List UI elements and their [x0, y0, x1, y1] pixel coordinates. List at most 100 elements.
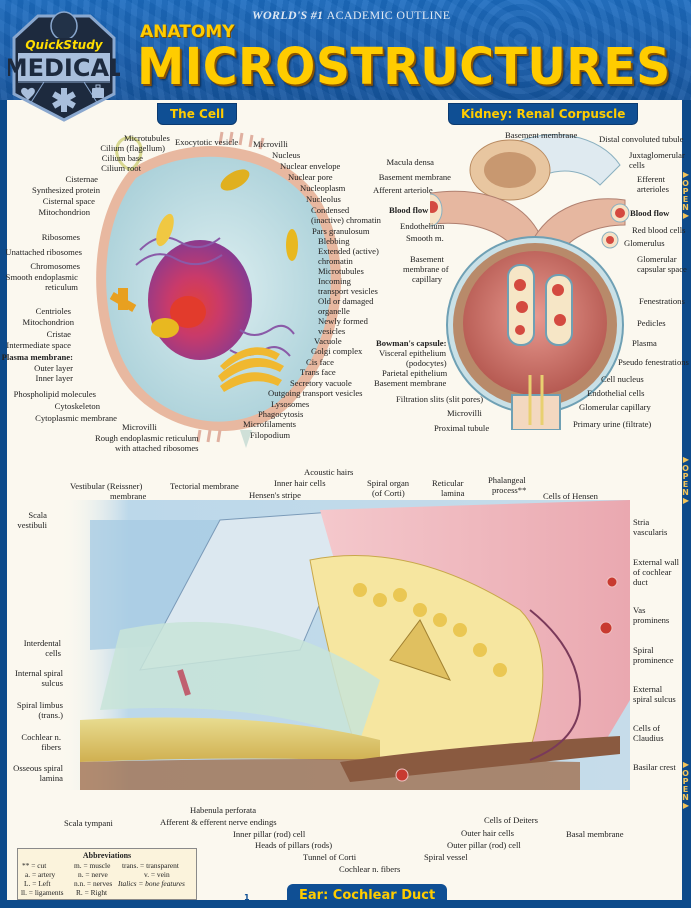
- label: sulcus: [41, 678, 63, 688]
- label: (of Corti): [372, 488, 405, 498]
- open-tab-label: OPEN: [681, 769, 690, 801]
- open-tab-label: OPEN: [681, 464, 690, 496]
- label: Spiral limbus: [16, 700, 63, 710]
- label: Cells of: [633, 723, 660, 733]
- label: Interdental: [23, 638, 61, 648]
- label: Efferent: [637, 174, 665, 184]
- abbr-item: v. = vein: [144, 870, 170, 879]
- label: Primary urine (filtrate): [573, 419, 652, 429]
- label: Outer layer: [34, 363, 73, 373]
- label: Glomerular capillary: [579, 402, 651, 412]
- label: Golgi complex: [311, 346, 363, 356]
- label: Inner hair cells: [274, 478, 326, 488]
- label: Lysosomes: [271, 399, 310, 409]
- label: Cristae: [46, 329, 71, 339]
- mitochondrion: [156, 213, 174, 247]
- medical-kit-icon: [92, 88, 104, 98]
- label: Microvilli: [122, 422, 157, 432]
- label: Tectorial membrane: [170, 481, 239, 491]
- label: Secretory vacuole: [290, 378, 352, 388]
- label: (inactive) chromatin: [311, 215, 381, 225]
- label: Cis face: [306, 357, 334, 367]
- label: Cisternal space: [42, 196, 95, 206]
- filopodium: [240, 430, 252, 448]
- tagline: WORLD'S #1 ACADEMIC OUTLINE: [252, 8, 450, 23]
- label: process**: [492, 485, 527, 495]
- label: Cytoplasmic membrane: [35, 413, 117, 423]
- tagline-bold: WORLD'S #1: [252, 8, 324, 22]
- label: Bowman's capsule:: [376, 338, 447, 348]
- external-wall-vessel: [606, 576, 618, 588]
- label: Parietal epithelium: [382, 368, 448, 378]
- interdental-vessel: [177, 669, 191, 696]
- abbr-item: a. = artery: [25, 870, 56, 879]
- arrow-right-icon: ▶: [682, 760, 690, 769]
- logo-brand: QuickStudy: [25, 38, 103, 52]
- label: Newly formed: [318, 316, 368, 326]
- page-title: MICROSTRUCTURES: [137, 38, 671, 97]
- label: Outer hair cells: [461, 828, 514, 838]
- label: Endothelium: [400, 221, 445, 231]
- header-banner: WORLD'S #1 ACADEMIC OUTLINE ANATOMY MICR…: [0, 0, 691, 100]
- microvilli: [196, 131, 265, 443]
- label: Trans face: [300, 367, 336, 377]
- star-of-life-icon: [52, 88, 76, 112]
- cochlear-duct-illustration: [60, 500, 630, 790]
- label: Outgoing transport vesicles: [268, 388, 363, 398]
- open-side-tab[interactable]: ▶ OPEN ▶: [681, 455, 691, 505]
- nucleus: [148, 240, 252, 360]
- label: Inner layer: [35, 373, 73, 383]
- label: Basement: [410, 254, 444, 264]
- label: Basilar crest: [633, 762, 676, 772]
- label: Reticular: [432, 478, 464, 488]
- label: Microvilli: [253, 139, 288, 149]
- label: Chromosomes: [30, 261, 80, 271]
- open-side-tab[interactable]: ▶ OPEN ▶: [681, 760, 691, 810]
- label: Macula densa: [386, 157, 434, 167]
- red-blood-cell: [430, 201, 438, 213]
- label: Microtubules: [124, 133, 170, 143]
- quickstudy-medical-logo: QuickStudy MEDICAL: [8, 11, 120, 122]
- label: Cells of Hensen: [543, 491, 598, 501]
- label: Condensed: [311, 205, 350, 215]
- spiral-limbus: [100, 621, 380, 740]
- bottom-border: [0, 900, 691, 908]
- arrow-right-icon: ▶: [682, 801, 690, 810]
- open-side-tab[interactable]: ▶ OPEN ▶: [681, 170, 691, 220]
- label: Smooth endoplasmic: [5, 272, 78, 282]
- label: with attached ribosomes: [115, 443, 199, 453]
- label: Fenestrations: [639, 296, 685, 306]
- label: Spiral: [633, 645, 654, 655]
- label: Cilium base: [101, 153, 143, 163]
- cilium: [115, 136, 143, 172]
- label: Spiral vessel: [424, 852, 468, 862]
- tunnel-of-corti: [389, 619, 451, 681]
- label: Vas: [633, 605, 646, 615]
- label: Vestibular (Reissner): [70, 481, 143, 491]
- label: Exocytotic vesicle: [175, 137, 239, 147]
- label: Phospholipid molecules: [13, 389, 96, 399]
- seal-icon: [50, 11, 78, 41]
- label: Cochlear n.: [21, 732, 61, 742]
- label: Inner pillar (rod) cell: [233, 829, 306, 839]
- label: Claudius: [633, 733, 664, 743]
- label: Cilium root: [101, 163, 141, 173]
- mitochondrion-large: [151, 318, 179, 338]
- abbr-item: R. = Right: [76, 888, 108, 897]
- heart-icon: [21, 87, 35, 100]
- label: cells: [45, 648, 61, 658]
- label: Plasma: [632, 338, 657, 348]
- label: Phalangeal: [488, 475, 526, 485]
- label: Visceral epithelium: [379, 348, 447, 358]
- label: Distal convoluted tubule: [599, 134, 684, 144]
- label: Spiral organ: [367, 478, 410, 488]
- label: Nucleolus: [306, 194, 341, 204]
- label: organelle: [318, 306, 350, 316]
- label: Basal membrane: [566, 829, 624, 839]
- label: prominens: [633, 615, 670, 625]
- spiral-vessel: [395, 768, 409, 782]
- label: Proximal tubule: [434, 423, 490, 433]
- proximal-tubule: [511, 394, 561, 430]
- spiral-prominence: [529, 609, 582, 761]
- label: Nuclear envelope: [280, 161, 341, 171]
